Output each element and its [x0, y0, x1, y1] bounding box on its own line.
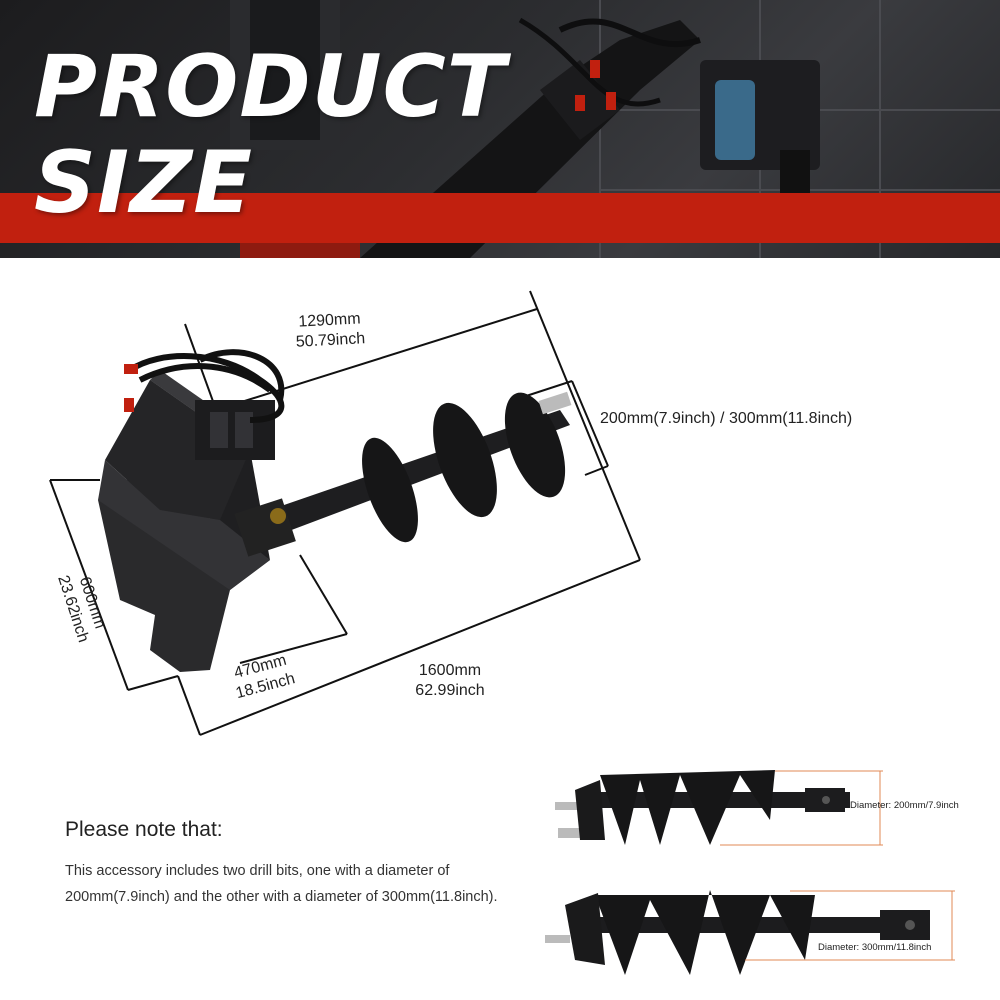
- banner-title-line1: PRODUCT: [34, 37, 507, 137]
- length-bottom-label: 1600mm 62.99inch: [390, 661, 510, 701]
- auger-shaft: [234, 410, 570, 557]
- red-fitting: [124, 398, 134, 412]
- length-top-label: 1290mm 50.79inch: [269, 308, 391, 354]
- header-banner: PRODUCT SIZE: [0, 0, 1000, 258]
- note-heading: Please note that:: [65, 818, 223, 841]
- length-bottom-inch: 62.99inch: [415, 682, 485, 699]
- bit-small-diameter-label: Diameter: 200mm/7.9inch: [850, 800, 959, 811]
- bit-dimension-guides: [720, 770, 955, 961]
- drill-bit-large: [545, 890, 930, 975]
- bit-diameter-label: 200mm(7.9inch) / 300mm(11.8inch): [600, 410, 853, 427]
- drill-bit-small: [555, 770, 850, 845]
- auger-dimension-diagram: [49, 290, 641, 736]
- length-bottom-mm: 1600mm: [418, 662, 482, 679]
- drill-bits-illustration: [545, 770, 955, 975]
- note-body: This accessory includes two drill bits, …: [65, 863, 498, 905]
- auger-tip: [538, 391, 572, 415]
- banner-title-line2: SIZE: [34, 133, 254, 233]
- banner-red-stripe: [0, 193, 1000, 243]
- bit-large-diameter-label: Diameter: 300mm/11.8inch: [818, 942, 932, 953]
- gearbox: [195, 400, 275, 460]
- hydraulic-hoses: [128, 349, 285, 423]
- red-fitting: [124, 364, 138, 374]
- auger-flights: [362, 392, 566, 543]
